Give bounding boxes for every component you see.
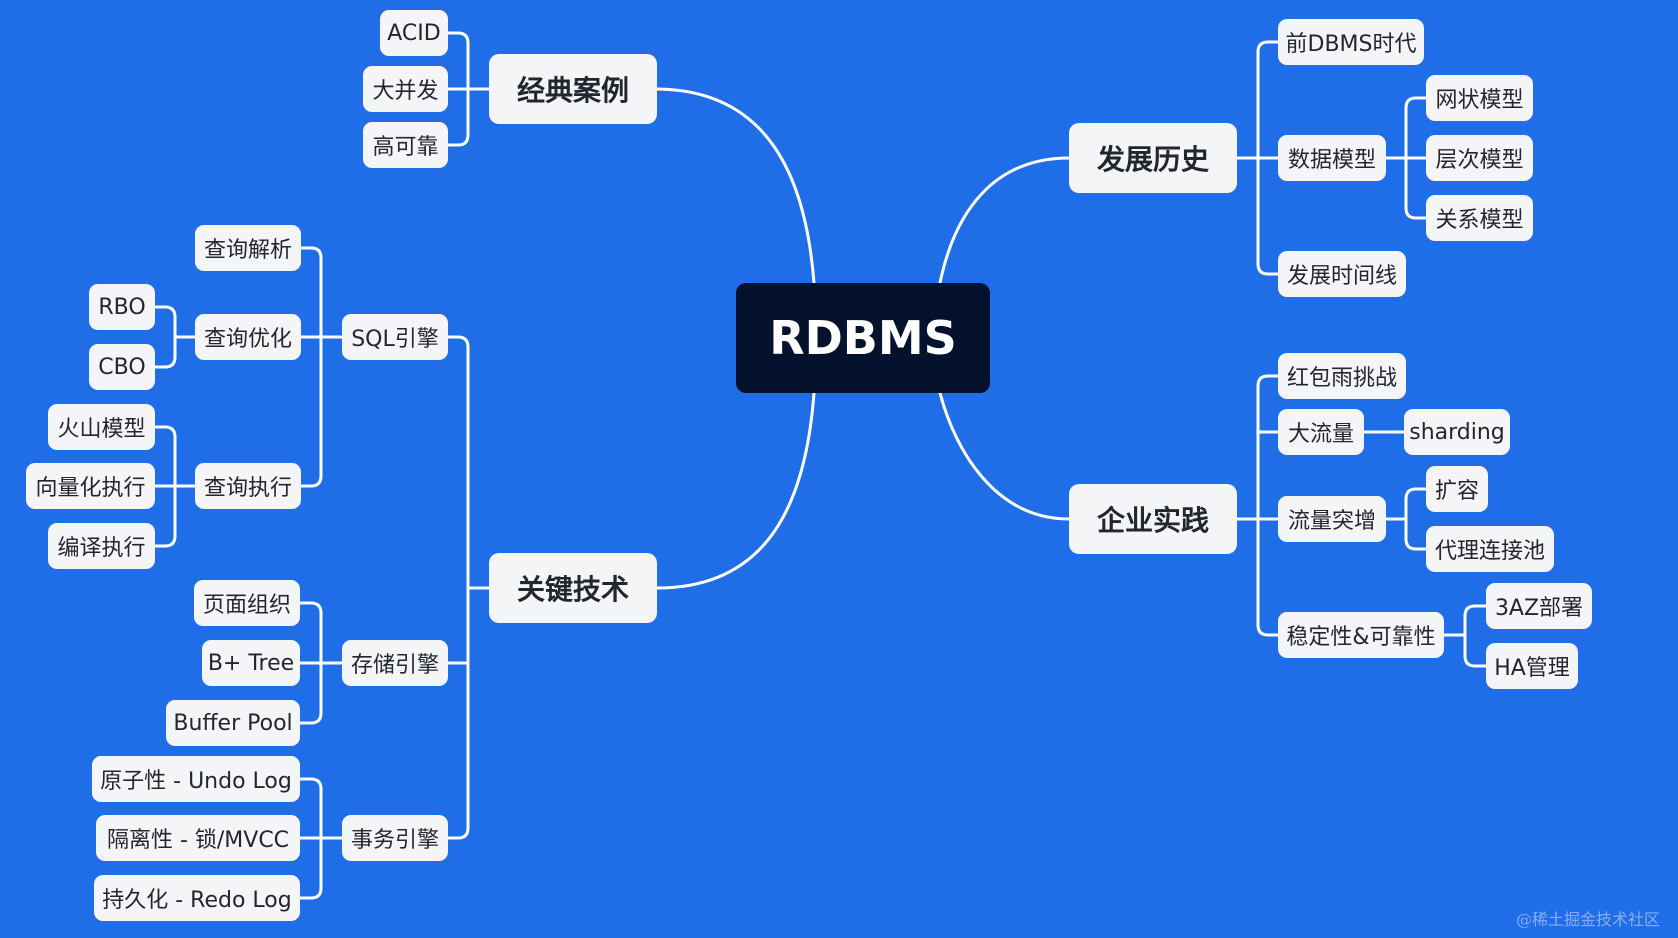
data-model-branch-2 <box>1404 206 1428 220</box>
network-model-node[interactable]: 网状模型 <box>1426 75 1533 121</box>
stability-node[interactable]: 稳定性&可靠性 <box>1278 612 1444 658</box>
acid-node[interactable]: ACID <box>380 10 448 56</box>
txn-engine-node[interactable]: 事务引擎 <box>342 815 448 861</box>
traffic-spike-node[interactable]: 流量突增 <box>1278 496 1386 542</box>
root-to-practice-link <box>938 391 1071 521</box>
buffer-pool-node[interactable]: Buffer Pool <box>166 700 300 746</box>
timeline-node[interactable]: 发展时间线 <box>1278 251 1406 297</box>
root-to-classic-link <box>655 87 816 285</box>
hierarchical-model-node[interactable]: 层次模型 <box>1426 135 1533 181</box>
root-to-history-link <box>938 156 1071 285</box>
cbo-node[interactable]: CBO <box>89 344 155 390</box>
sharding-node[interactable]: sharding <box>1404 409 1510 455</box>
txn-engine-branch-2 <box>298 886 323 900</box>
storage-engine-branch-2 <box>298 711 323 725</box>
ha-node[interactable]: HA管理 <box>1486 643 1578 689</box>
root-node[interactable]: RDBMS <box>736 283 990 393</box>
query-parse-node[interactable]: 查询解析 <box>195 225 301 271</box>
query-exec-branch-0 <box>153 425 177 439</box>
atomicity-node[interactable]: 原子性 - Undo Log <box>92 756 300 802</box>
sql-engine-node[interactable]: SQL引擎 <box>342 314 448 360</box>
rbo-node[interactable]: RBO <box>89 284 155 330</box>
reliability-node[interactable]: 高可靠 <box>363 122 448 168</box>
history-branch-0 <box>1256 40 1280 54</box>
classic-branch-0 <box>446 31 470 45</box>
btree-node[interactable]: B+ Tree <box>202 640 300 686</box>
relational-model-node[interactable]: 关系模型 <box>1426 195 1533 241</box>
scale-out-node[interactable]: 扩容 <box>1426 466 1488 512</box>
data-model-branch-0 <box>1404 96 1428 110</box>
storage-engine-branch-0 <box>298 601 323 615</box>
vectorized-node[interactable]: 向量化执行 <box>26 463 155 509</box>
query-exec-node[interactable]: 查询执行 <box>195 463 301 509</box>
query-optimize-branch-0 <box>153 305 177 319</box>
concurrency-node[interactable]: 大并发 <box>363 66 448 112</box>
volcano-node[interactable]: 火山模型 <box>48 404 155 450</box>
pre-dbms-node[interactable]: 前DBMS时代 <box>1278 19 1424 65</box>
durability-node[interactable]: 持久化 - Redo Log <box>94 875 300 921</box>
txn-engine-branch-0 <box>298 777 323 791</box>
high-traffic-node[interactable]: 大流量 <box>1278 409 1364 455</box>
sql-engine-branch-0 <box>299 246 323 260</box>
proxy-pool-node[interactable]: 代理连接池 <box>1426 526 1554 572</box>
three-az-node[interactable]: 3AZ部署 <box>1486 583 1592 629</box>
tech-branch-2 <box>446 826 470 840</box>
page-org-node[interactable]: 页面组织 <box>194 580 300 626</box>
query-optimize-node[interactable]: 查询优化 <box>195 314 301 360</box>
compiled-node[interactable]: 编译执行 <box>48 523 155 569</box>
red-packet-node[interactable]: 红包雨挑战 <box>1278 353 1406 399</box>
isolation-node[interactable]: 隔离性 - 锁/MVCC <box>96 815 300 861</box>
classic-node[interactable]: 经典案例 <box>489 54 657 124</box>
classic-branch-2 <box>446 133 470 147</box>
root-to-tech-link <box>655 391 816 590</box>
traffic-spike-branch-0 <box>1404 487 1428 501</box>
data-model-node[interactable]: 数据模型 <box>1278 135 1386 181</box>
sql-engine-branch-2 <box>299 474 323 488</box>
stability-branch-0 <box>1463 604 1488 618</box>
traffic-spike-branch-1 <box>1404 537 1428 551</box>
practice-branch-3 <box>1256 623 1280 637</box>
query-optimize-branch-1 <box>153 355 177 369</box>
tech-branch-0 <box>446 335 470 349</box>
history-branch-2 <box>1256 262 1280 276</box>
stability-branch-1 <box>1463 654 1488 668</box>
query-exec-branch-2 <box>153 534 177 548</box>
watermark: @稀土掘金技术社区 <box>1515 910 1660 929</box>
practice-branch-0 <box>1256 374 1280 388</box>
storage-engine-node[interactable]: 存储引擎 <box>342 640 448 686</box>
history-node[interactable]: 发展历史 <box>1069 123 1237 193</box>
practice-node[interactable]: 企业实践 <box>1069 484 1237 554</box>
tech-node[interactable]: 关键技术 <box>489 553 657 623</box>
